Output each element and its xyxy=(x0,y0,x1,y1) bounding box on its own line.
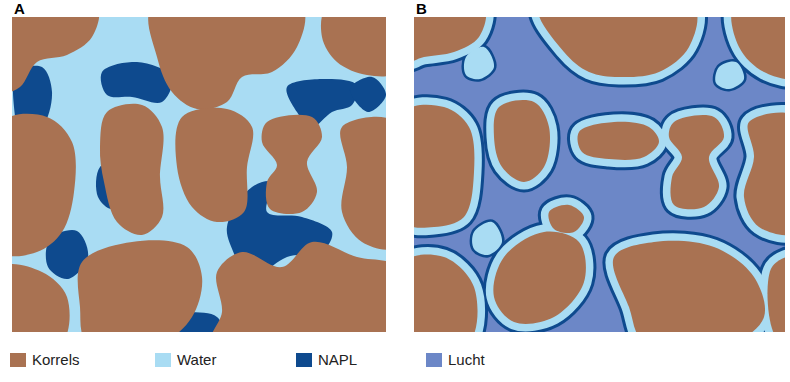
napl-film xyxy=(577,122,659,160)
soil-grain xyxy=(12,264,70,332)
legend-item: Korrels xyxy=(10,351,80,368)
soil-grain xyxy=(767,256,785,332)
soil-grain xyxy=(548,205,584,233)
panel-b xyxy=(414,17,785,332)
legend-text: Water xyxy=(177,351,216,368)
soil-grain xyxy=(414,17,486,63)
soil-grain xyxy=(100,104,164,235)
soil-grain xyxy=(340,117,386,250)
soil-grain xyxy=(494,100,550,182)
legend-text: Lucht xyxy=(448,351,485,368)
soil-grain xyxy=(577,122,659,160)
napl-film xyxy=(715,61,744,89)
panel-letter: B xyxy=(416,1,427,17)
soil-grain xyxy=(744,112,785,235)
soil-grain xyxy=(613,241,765,332)
napl-film xyxy=(414,255,478,332)
water-film xyxy=(493,232,586,324)
water-film xyxy=(414,255,478,332)
napl-film xyxy=(613,241,765,332)
water-film xyxy=(669,115,724,209)
legend-swatch xyxy=(426,353,442,367)
water-film xyxy=(613,241,765,332)
napl-film xyxy=(669,115,724,209)
legend-swatch xyxy=(10,353,26,367)
soil-grain xyxy=(321,17,386,76)
water-film xyxy=(577,122,659,160)
legend-text: Korrels xyxy=(32,351,80,368)
soil-grain xyxy=(414,255,478,332)
water-pocket xyxy=(715,61,744,89)
soil-grain xyxy=(211,242,386,332)
soil-grain xyxy=(175,108,253,222)
soil-grain xyxy=(78,240,203,332)
water-film xyxy=(494,100,550,182)
water-pocket xyxy=(464,47,494,79)
soil-grain xyxy=(669,115,724,209)
napl-film xyxy=(744,112,785,235)
legend-swatch xyxy=(296,353,312,367)
napl-film xyxy=(493,232,586,324)
soil-grain xyxy=(148,17,305,109)
legend-swatch xyxy=(155,353,171,367)
soil-grain xyxy=(12,114,76,256)
water-film xyxy=(414,105,474,228)
soil-grain xyxy=(731,17,785,79)
legend-text: NAPL xyxy=(318,351,357,368)
panel-a xyxy=(12,17,386,332)
napl-film xyxy=(767,256,785,332)
water-pocket xyxy=(472,222,502,255)
napl-film xyxy=(538,17,697,77)
soil-grain xyxy=(538,17,697,77)
soil-grain xyxy=(493,232,586,324)
water-film xyxy=(767,256,785,332)
water-film xyxy=(744,112,785,235)
napl-film xyxy=(472,222,502,255)
napl-film xyxy=(414,105,474,228)
water-film xyxy=(538,17,697,77)
legend-item: Lucht xyxy=(426,351,485,368)
soil-grain xyxy=(262,115,322,214)
panel-letter: A xyxy=(14,1,25,17)
soil-grain xyxy=(12,17,99,93)
napl-film xyxy=(494,100,550,182)
napl-blob xyxy=(350,77,386,112)
soil-grain xyxy=(414,105,474,228)
legend-item: Water xyxy=(155,351,216,368)
legend-item: NAPL xyxy=(296,351,357,368)
